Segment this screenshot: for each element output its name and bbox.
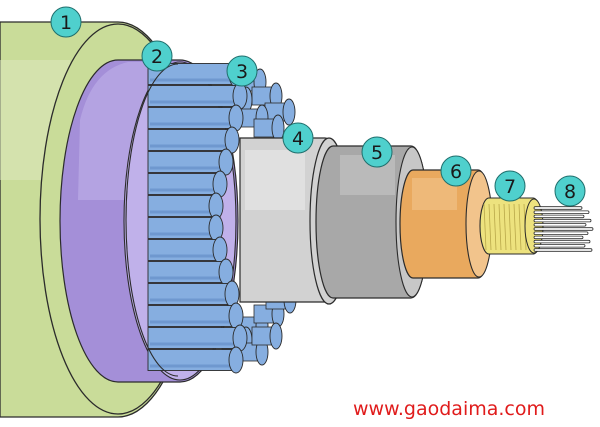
strand-tube — [147, 258, 234, 286]
badge-label: 2 — [151, 46, 163, 68]
badge-label: 7 — [504, 176, 516, 198]
strand-tube — [147, 236, 228, 264]
layer-8-badge: 8 — [554, 175, 586, 207]
layer-2-badge: 2 — [141, 40, 173, 72]
badge-circle — [50, 6, 82, 38]
strand-tube — [147, 126, 240, 154]
strand-tube — [147, 302, 244, 330]
core-highlight — [245, 150, 305, 210]
badge-label: 4 — [292, 128, 304, 150]
yarn-strand — [513, 203, 517, 251]
fiber — [533, 231, 589, 235]
layer-8-fibers — [533, 206, 594, 252]
yarn-strand — [483, 203, 487, 251]
badge-circle — [361, 136, 393, 168]
badge-label: 6 — [450, 161, 462, 183]
fiber — [533, 235, 584, 240]
layer-7-yarn — [479, 197, 544, 255]
strand-bundle-lip — [125, 63, 179, 377]
strand-tube — [147, 280, 240, 308]
fiber — [533, 244, 586, 248]
badge-circle — [226, 55, 258, 87]
strand-tube-back — [253, 114, 285, 142]
fiber — [533, 218, 592, 223]
fiber — [533, 214, 585, 219]
strand-tube-back — [251, 322, 283, 350]
strand-tube — [147, 104, 244, 132]
badge-label: 8 — [564, 181, 576, 203]
badge-circle — [554, 175, 586, 207]
layer-7-badge: 7 — [494, 170, 526, 202]
strand-tube — [147, 214, 224, 242]
fiber — [533, 210, 590, 214]
fiber — [533, 248, 593, 252]
badge-label: 3 — [236, 61, 248, 83]
yarn-strand — [508, 203, 512, 251]
badge-circle — [494, 170, 526, 202]
layer-3-badge: 3 — [226, 55, 258, 87]
fiber — [533, 227, 594, 231]
badge-circle — [440, 155, 472, 187]
yarn-strand — [503, 203, 507, 251]
layer-4-badge: 4 — [282, 122, 314, 154]
fiber — [533, 239, 591, 244]
strand-tube — [147, 192, 224, 220]
strand-tube-back — [251, 82, 283, 110]
strand-tube — [147, 148, 234, 176]
yarn-strand — [493, 203, 497, 251]
badge-label: 5 — [371, 142, 383, 164]
layer-1-badge: 1 — [50, 6, 82, 38]
layer-badges: 1 2 3 4 5 6 7 8 — [50, 6, 586, 207]
fiber — [533, 206, 583, 210]
strand-tube-back — [264, 98, 296, 126]
strand-tube — [147, 170, 228, 198]
yarn-strand — [488, 203, 492, 251]
layer-6-buffer — [399, 169, 493, 279]
yarn-strand — [498, 203, 502, 251]
layer-6-badge: 6 — [440, 155, 472, 187]
badge-label: 1 — [60, 12, 72, 34]
strand-tube — [147, 324, 248, 352]
strand-tube — [147, 346, 244, 374]
yarn-strand — [518, 203, 522, 251]
strand-tube — [147, 82, 248, 110]
fiber — [533, 223, 587, 227]
watermark-text: www.gaodaima.com — [353, 398, 545, 420]
layer-5-badge: 5 — [361, 136, 393, 168]
badge-circle — [282, 122, 314, 154]
badge-circle — [141, 40, 173, 72]
layer-3-strand-bundle — [125, 60, 297, 377]
